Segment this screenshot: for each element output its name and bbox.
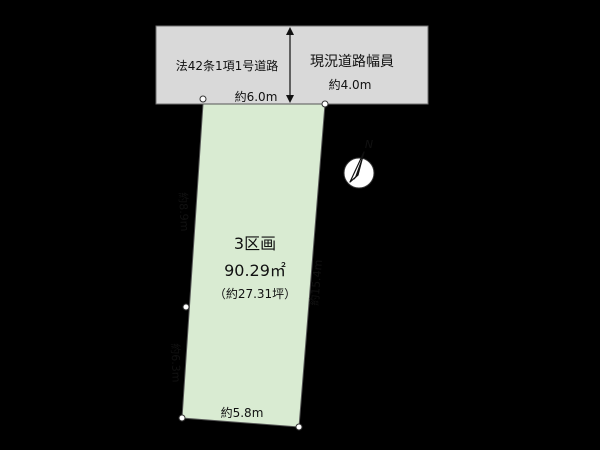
- dimension-bottom: 約5.8m: [221, 405, 264, 420]
- lot-area-tsubo: （約27.31坪）: [214, 286, 296, 301]
- dimension-left-upper: 約8.9m: [176, 192, 192, 232]
- boundary-point: [178, 414, 186, 422]
- road-area: [155, 25, 429, 105]
- boundary-point: [295, 423, 303, 431]
- boundary-point: [321, 100, 329, 108]
- north-arrow-icon: [343, 151, 375, 189]
- road-width-value: 約4.0m: [329, 77, 372, 92]
- boundary-point: [182, 303, 190, 311]
- road-width-title: 現況道路幅員: [310, 54, 394, 70]
- north-label: N: [365, 138, 373, 151]
- boundary-points: [178, 95, 329, 431]
- dimension-left-lower: 約6.3m: [168, 343, 183, 383]
- lot-area: 90.29㎡: [224, 261, 286, 280]
- road-legal-label: 法42条1項1号道路: [176, 58, 279, 73]
- road-width-arrow: [286, 27, 294, 103]
- boundary-point: [199, 95, 207, 103]
- dimension-right: 約15.4m: [307, 259, 325, 306]
- lot-name: 3区画: [234, 234, 276, 253]
- dimension-top: 約6.0m: [235, 89, 278, 104]
